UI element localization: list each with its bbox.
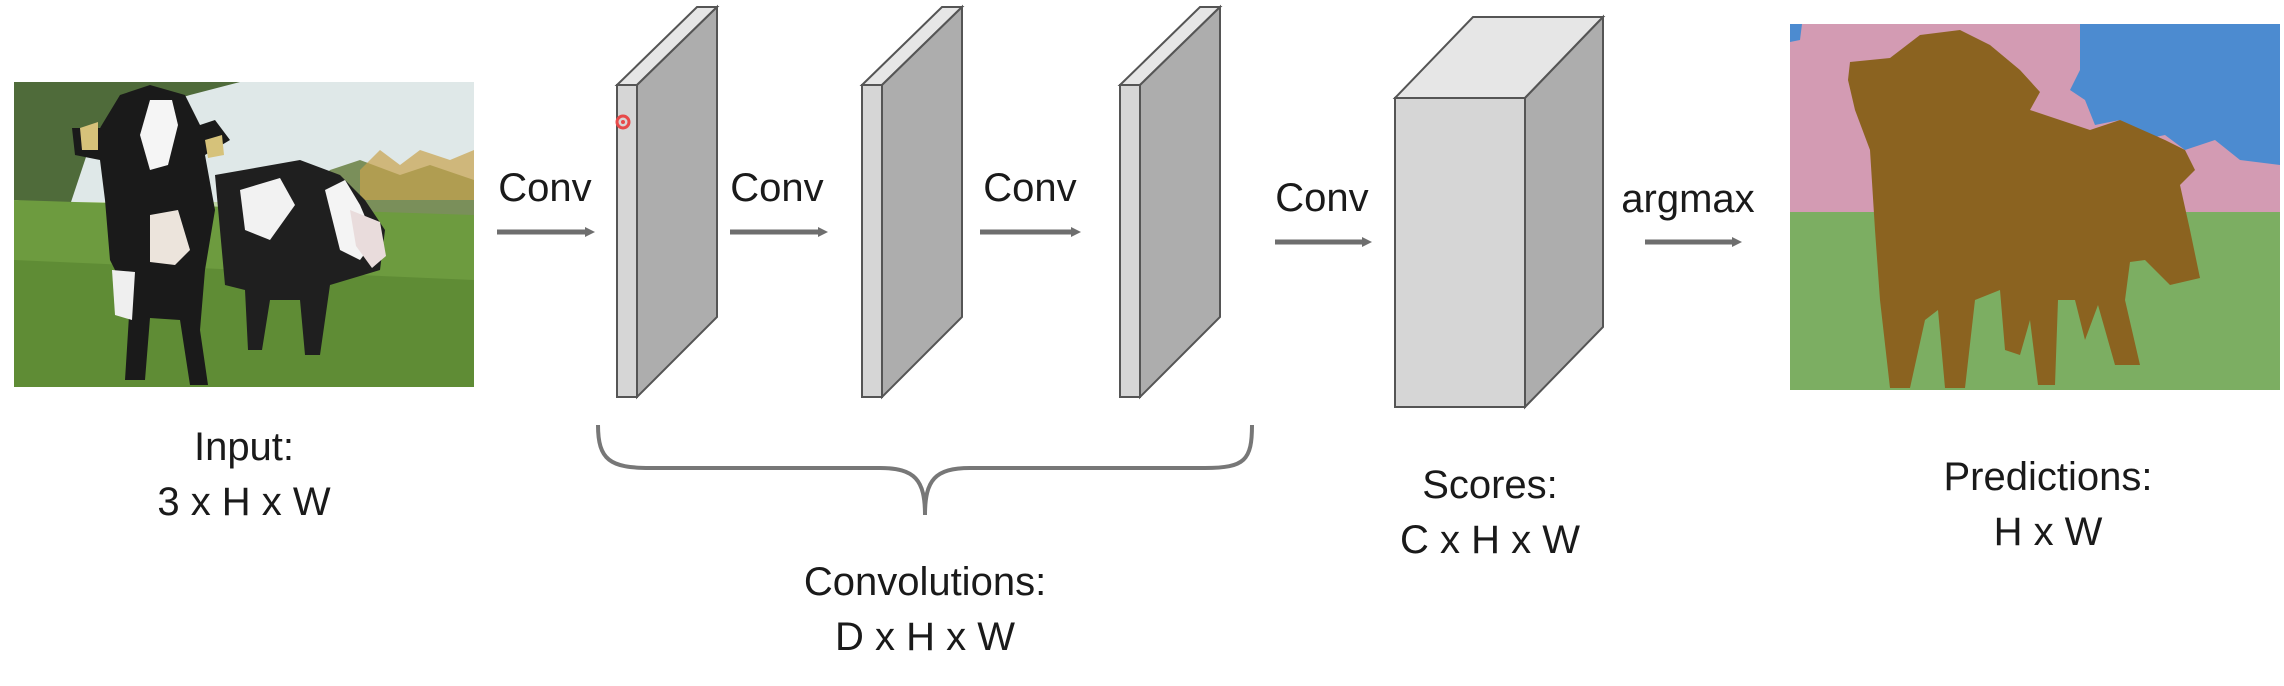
scores-block: [1392, 14, 1606, 410]
annotation-dot-center: [621, 120, 625, 124]
input-dims: 3 x H x W: [157, 480, 331, 524]
predictions-title: Predictions:: [1944, 455, 2153, 499]
predictions-image: [1790, 24, 2280, 390]
cow-back: [215, 160, 386, 355]
op-label-conv-4: Conv: [1275, 176, 1368, 220]
input-title: Input:: [194, 425, 294, 469]
op-label-argmax: argmax: [1621, 177, 1754, 221]
op-label-conv-2: Conv: [730, 166, 823, 210]
convolutions-brace: [596, 424, 1254, 516]
scores-title: Scores:: [1422, 463, 1558, 507]
predictions-dims: H x W: [1994, 510, 2103, 554]
op-label-conv-3: Conv: [983, 166, 1076, 210]
annotation-dot: [615, 114, 631, 130]
op-argmax: argmax: [1621, 177, 1755, 247]
op-conv-4: Conv: [1275, 176, 1372, 247]
op-conv-3: Conv: [980, 166, 1081, 237]
predictions-caption: Predictions: H x W: [1944, 455, 2153, 554]
op-conv-1: Conv: [497, 166, 595, 237]
op-conv-2: Conv: [730, 166, 828, 237]
op-label-conv-1: Conv: [498, 166, 591, 210]
convolutions-title: Convolutions:: [804, 560, 1046, 604]
cow-mask: [1848, 30, 2200, 388]
convolutions-caption: Convolutions: D x H x W: [804, 560, 1046, 659]
feature-block-3: [1117, 4, 1223, 400]
input-image: [14, 82, 474, 387]
scores-caption: Scores: C x H x W: [1400, 463, 1580, 562]
cow-front: [72, 85, 230, 385]
scores-dims: C x H x W: [1400, 518, 1580, 562]
feature-block-1: [614, 4, 720, 400]
feature-block-2: [859, 4, 965, 400]
input-caption: Input: 3 x H x W: [157, 425, 331, 524]
convolutions-dims: D x H x W: [835, 615, 1015, 659]
